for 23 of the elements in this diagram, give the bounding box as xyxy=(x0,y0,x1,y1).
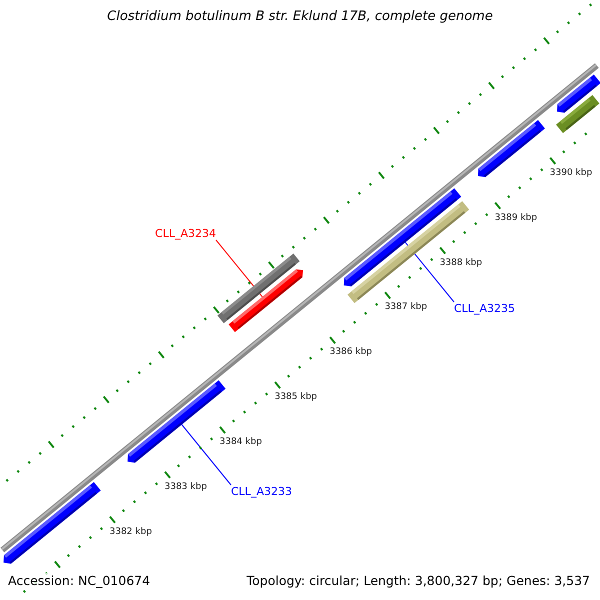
scale-label: 3384 kbp xyxy=(220,437,262,448)
gene-label: CLL_A3235 xyxy=(454,302,515,315)
title: Clostridium botulinum B str. Eklund 17B, complete genome xyxy=(106,9,494,24)
gene-label: CLL_A3234 xyxy=(155,227,216,240)
gene-label: CLL_A3233 xyxy=(231,485,292,498)
scale-label: 3386 kbp xyxy=(330,347,372,358)
scale-label: 3385 kbp xyxy=(274,392,317,404)
scale-label: 3390 kbp xyxy=(550,168,592,179)
gene-feature-bar xyxy=(557,74,600,113)
accession-text: Accession: NC_010674 xyxy=(6,573,152,589)
genome-info-text: Topology: circular; Length: 3,800,327 bp; Genes: 3,537 xyxy=(244,573,592,589)
leader-line xyxy=(404,242,454,302)
leader-line xyxy=(181,424,232,486)
gene-feature-bar xyxy=(4,482,101,564)
scale-label: 3389 kbp xyxy=(494,212,538,224)
gene-feature-bar xyxy=(344,188,462,286)
gene-feature-bar xyxy=(228,269,304,332)
scale-label: 3383 kbp xyxy=(164,482,207,493)
scale-label: 3388 kbp xyxy=(440,258,482,269)
scale-label: 3382 kbp xyxy=(110,526,152,538)
leader-line xyxy=(216,240,263,298)
gene-feature-bar xyxy=(478,120,545,178)
scale-label: 3387 kbp xyxy=(384,302,428,314)
